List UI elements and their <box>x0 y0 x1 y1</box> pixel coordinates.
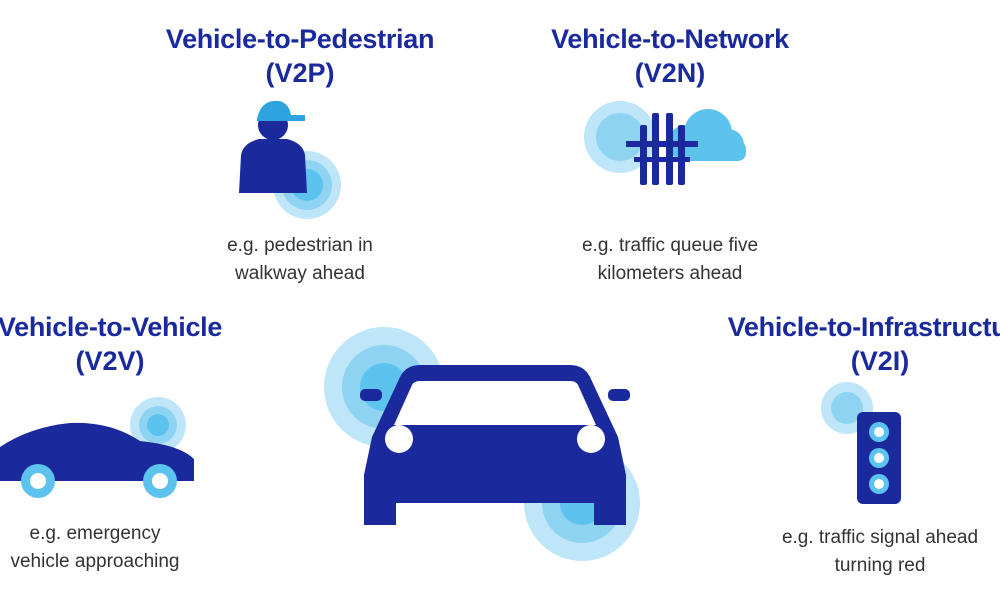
v2i-abbr: (V2I) <box>850 346 910 376</box>
v2p-desc-line1: e.g. pedestrian in <box>227 235 373 256</box>
v2i-block: Vehicle-to-Infrastructure (V2I) <box>680 310 1000 378</box>
sedan-side-icon <box>0 397 194 498</box>
traffic-light-icon <box>821 382 901 504</box>
v2i-description: e.g. traffic signal ahead turning red <box>740 524 1000 580</box>
pedestrian-icon <box>239 100 341 219</box>
cell-tower-cloud-icon <box>584 101 746 185</box>
v2n-title: Vehicle-to-Network <box>551 24 789 54</box>
car-front-icon <box>324 327 640 561</box>
v2v-desc-line2: vehicle approaching <box>10 551 180 572</box>
v2n-desc-line1: e.g. traffic queue five <box>581 235 759 256</box>
v2i-desc-line1: e.g. traffic signal ahead <box>781 527 979 548</box>
v2n-abbr: (V2N) <box>634 58 706 88</box>
v2n-description: e.g. traffic queue five kilometers ahead <box>520 232 820 288</box>
v2i-desc-line2: turning red <box>834 555 926 576</box>
v2v-title: Vehicle-to-Vehicle <box>0 312 223 342</box>
v2i-title: Vehicle-to-Infrastructure <box>727 312 1000 342</box>
v2p-abbr: (V2P) <box>265 58 335 88</box>
v2v-description: e.g. emergency vehicle approaching <box>0 520 220 576</box>
v2n-block: Vehicle-to-Network (V2N) <box>470 22 870 90</box>
v2v-abbr: (V2V) <box>75 346 145 376</box>
v2n-desc-line2: kilometers ahead <box>597 263 743 284</box>
v2p-title: Vehicle-to-Pedestrian <box>165 24 435 54</box>
v2v-block: Vehicle-to-Vehicle (V2V) <box>0 310 310 378</box>
v2p-desc-line2: walkway ahead <box>235 263 365 284</box>
v2v-desc-line1: e.g. emergency <box>29 523 161 544</box>
v2p-block: Vehicle-to-Pedestrian (V2P) <box>100 22 500 90</box>
v2p-description: e.g. pedestrian in walkway ahead <box>150 232 450 288</box>
